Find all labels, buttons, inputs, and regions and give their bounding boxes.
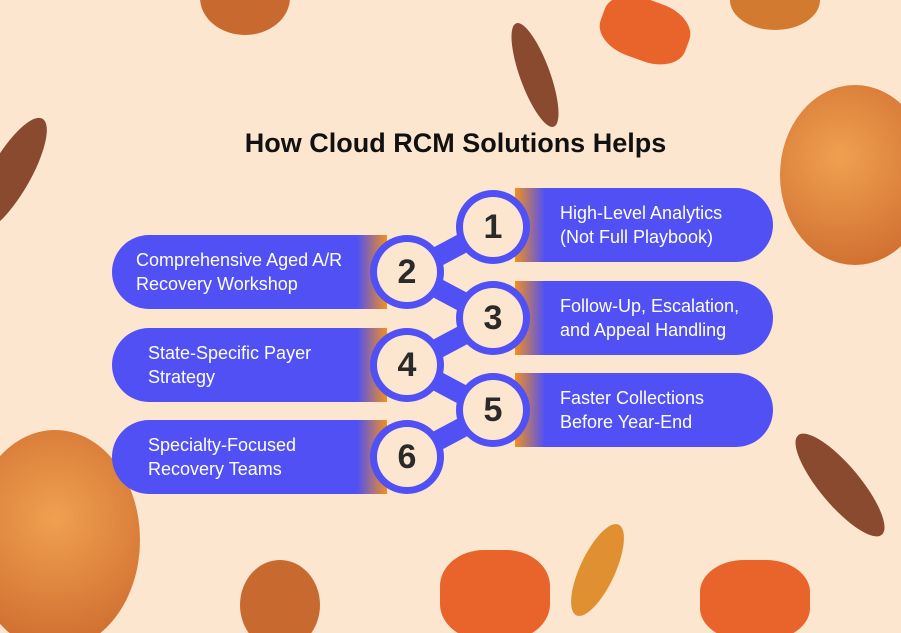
page-title: How Cloud RCM Solutions Helps [244, 128, 667, 158]
step-4-badge: 4 [370, 328, 444, 402]
leaf-bottom-orange [560, 517, 635, 623]
step-6-text: Specialty-Focused Recovery Teams [148, 435, 297, 479]
step-6-card: Specialty-Focused Recovery Teams [112, 420, 387, 494]
step-3-text: Follow-Up, Escalation, and Appeal Handli… [560, 296, 740, 340]
leaf-bottom-right [700, 560, 810, 633]
step-5-text: Faster Collections Before Year-End [560, 388, 705, 432]
step-5-card: Faster Collections Before Year-End [515, 373, 773, 447]
step-1-card: High-Level Analytics (Not Full Playbook) [515, 188, 773, 262]
acorn-top-right [730, 0, 820, 30]
step-1-number: 1 [463, 197, 523, 257]
leaf-right [782, 422, 898, 548]
step-3-badge: 3 [456, 281, 530, 355]
step-2-text: Comprehensive Aged A/R Recovery Workshop [136, 250, 343, 294]
step-2-card: Comprehensive Aged A/R Recovery Workshop [112, 235, 387, 309]
acorn-bottom [240, 560, 320, 633]
step-4-text: State-Specific Payer Strategy [148, 343, 312, 387]
step-3-card: Follow-Up, Escalation, and Appeal Handli… [515, 281, 773, 355]
step-5-badge: 5 [456, 373, 530, 447]
step-6-badge: 6 [370, 420, 444, 494]
step-2-badge: 2 [370, 235, 444, 309]
leaf-bottom-mid [440, 550, 550, 633]
step-3-number: 3 [463, 288, 523, 348]
leaf-top-right [592, 0, 698, 74]
step-5-number: 5 [463, 380, 523, 440]
step-4-number: 4 [377, 335, 437, 395]
step-1-text: High-Level Analytics (Not Full Playbook) [560, 203, 723, 247]
step-1-badge: 1 [456, 190, 530, 264]
leaf-top-mid [502, 18, 568, 132]
step-6-number: 6 [377, 427, 437, 487]
acorn-top [200, 0, 290, 35]
pumpkin-top-right [780, 85, 901, 265]
step-2-number: 2 [377, 242, 437, 302]
step-4-card: State-Specific Payer Strategy [112, 328, 387, 402]
